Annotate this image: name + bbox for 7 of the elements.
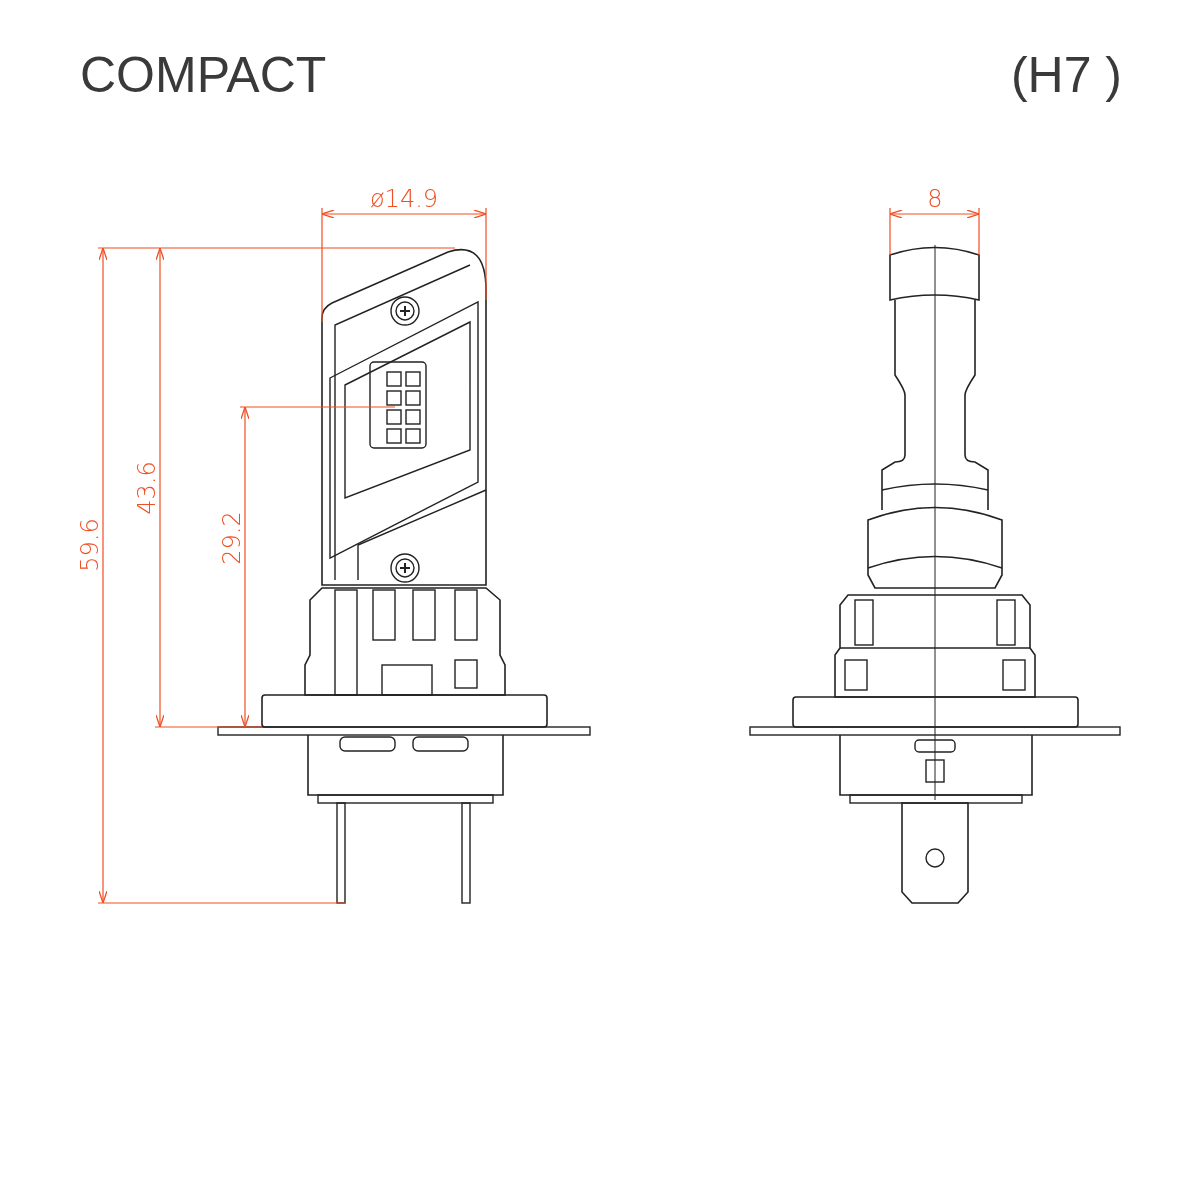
dimension-label: 29.2 [220,511,244,565]
dimension-label: ø14.9 [369,187,439,211]
heading: (H7 ) [1010,50,1122,100]
dimension-label: 43.6 [135,461,159,515]
dimension-label: 59.6 [78,518,102,572]
heading: COMPACT [80,50,327,100]
dimension-label: 8 [927,187,943,211]
